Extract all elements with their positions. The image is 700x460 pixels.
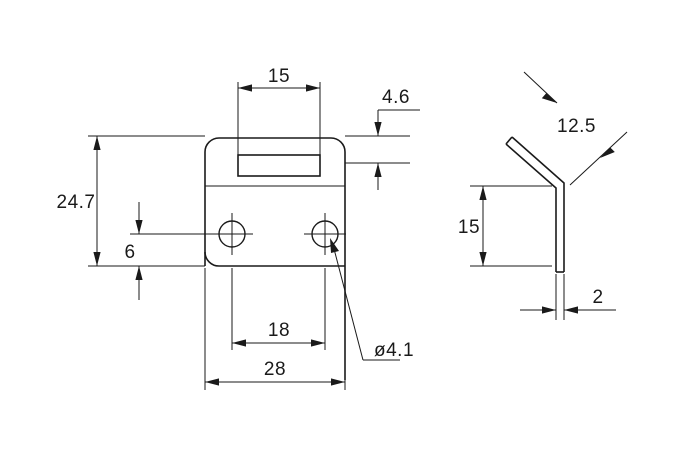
side-profile-inner <box>505 143 557 272</box>
arrow-46-lower <box>374 163 382 177</box>
dimension-hole-spacing: 18 <box>231 268 326 350</box>
dim-label-15: 15 <box>268 66 290 87</box>
arrow-15-right <box>306 84 320 92</box>
arrow-46-upper <box>374 122 382 136</box>
arrow-28-right <box>331 378 345 386</box>
dim-label-125: 12.5 <box>557 116 596 137</box>
dim-label-2: 2 <box>592 287 603 308</box>
bracket-outline <box>204 137 346 380</box>
arrow-6-upper <box>135 220 143 234</box>
dim-label-247: 24.7 <box>57 192 96 213</box>
leader-hole-diameter: ø4.1 <box>330 238 414 361</box>
dim-label-28: 28 <box>264 359 286 380</box>
arrow-15s-top <box>479 186 487 200</box>
arrow-hole-leader <box>330 238 339 253</box>
arrow-6-lower <box>135 266 143 280</box>
arrow-18-right <box>311 339 325 347</box>
dim-label-46: 4.6 <box>382 87 410 108</box>
arrow-125-lower <box>600 147 615 158</box>
rectangular-slot <box>237 154 321 177</box>
side-profile-arm-end-cap <box>505 136 513 145</box>
arrow-15-left <box>238 84 252 92</box>
side-profile-outer <box>511 136 565 272</box>
arrow-15s-bottom <box>479 252 487 266</box>
dimension-hole-edge-offset: 6 <box>124 202 215 300</box>
dimension-arm-length: 12.5 <box>523 71 628 186</box>
dim-label-hole-diameter: ø4.1 <box>374 340 414 361</box>
dimension-top-thickness: 4.6 <box>345 87 420 190</box>
dim-label-6: 6 <box>124 242 135 263</box>
arrow-28-left <box>205 378 219 386</box>
dimension-overall-height: 24.7 <box>57 135 205 267</box>
dim-label-15s: 15 <box>458 217 480 238</box>
dimension-material-thickness: 2 <box>520 274 616 320</box>
arrow-247-top <box>93 136 101 150</box>
arrow-2-left <box>542 306 556 314</box>
dim-line-125-lower <box>569 131 628 186</box>
dim-label-18: 18 <box>268 320 290 341</box>
dimension-slot-width: 15 <box>237 66 321 158</box>
arrow-247-bottom <box>93 252 101 266</box>
front-view-geometry <box>204 137 346 380</box>
arrow-2-right <box>564 306 578 314</box>
dimension-overall-width: 28 <box>204 268 346 390</box>
dimension-side-height: 15 <box>458 185 552 267</box>
side-view-geometry <box>505 136 565 273</box>
arrow-18-left <box>232 339 246 347</box>
arrow-125-upper <box>541 93 557 103</box>
leader-line-hole <box>332 244 364 361</box>
